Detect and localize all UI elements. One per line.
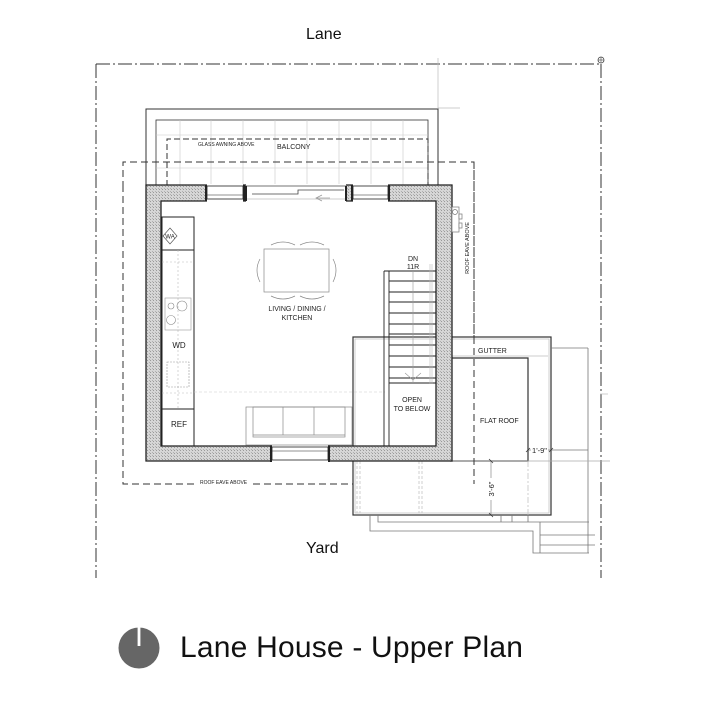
drawing-title-block: Lane House - Upper Plan: [118, 626, 523, 670]
stair-risers-label: 11R: [407, 264, 419, 271]
water-appliance-symbol: [162, 227, 178, 245]
north-arrow-icon: [118, 627, 160, 669]
exterior-walls: [145, 184, 453, 462]
appliance-ref: REF: [171, 420, 187, 429]
open-to-below-1: OPEN: [402, 397, 422, 404]
lane-label: Lane: [306, 26, 342, 43]
kitchen-counter: [161, 216, 195, 447]
open-to-below-2: TO BELOW: [394, 406, 431, 413]
sofa: [245, 406, 353, 446]
drawing-title: Lane House - Upper Plan: [180, 631, 524, 664]
appliance-wa: WA: [165, 235, 174, 241]
dimension-horizontal: 1'-9": [532, 446, 547, 455]
room-label-living-1: LIVING / DINING /: [268, 306, 325, 313]
exterior-fixture: [451, 206, 463, 233]
flat-roof: [352, 336, 610, 554]
room-label-living-2: KITCHEN: [282, 315, 313, 322]
flat-roof-label: FLAT ROOF: [480, 418, 519, 425]
roof-eave-bottom-label: ROOF EAVE ABOVE: [200, 480, 248, 486]
stair: [383, 264, 436, 446]
roof-eave-outline: [122, 161, 475, 485]
dimension-vertical: 3'-6": [487, 481, 496, 496]
roof-eave-side-label: ROOF EAVE ABOVE: [465, 222, 471, 274]
appliance-wd: WD: [172, 341, 186, 350]
balcony: [145, 108, 439, 187]
stair-dn-label: DN: [408, 256, 418, 263]
sliding-door: [245, 185, 347, 202]
glass-awning-label: GLASS AWNING ABOVE: [198, 142, 255, 148]
gutter-label: GUTTER: [478, 348, 507, 355]
dining-table: [256, 241, 337, 300]
balcony-label: BALCONY: [277, 144, 311, 151]
window-top-right: [351, 185, 390, 201]
yard-label: Yard: [306, 540, 339, 557]
window-bottom: [270, 445, 330, 462]
property-line: [95, 63, 602, 578]
window-top-left: [205, 185, 245, 201]
